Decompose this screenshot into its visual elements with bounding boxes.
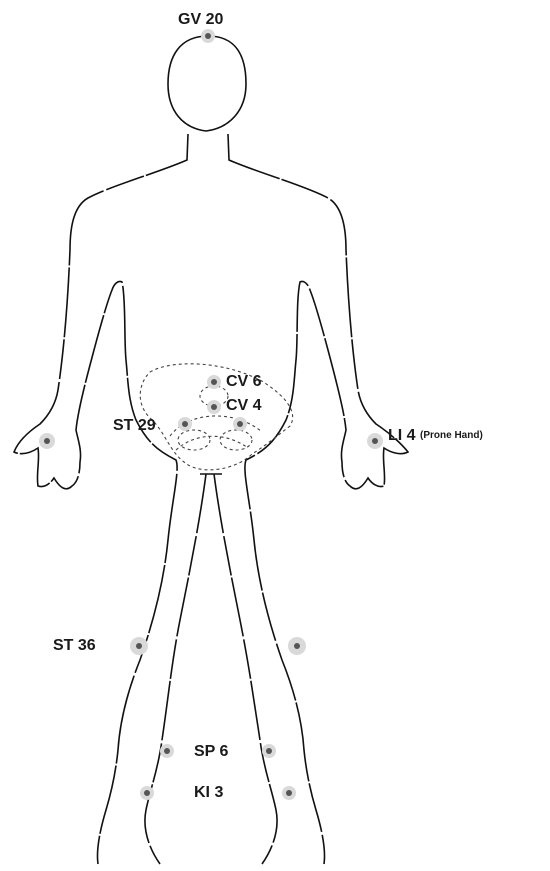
inner-leg-right bbox=[214, 474, 277, 864]
inner-leg-left bbox=[145, 474, 206, 864]
point-gv20-marker bbox=[201, 29, 215, 43]
label-cv4: CV 4 bbox=[226, 398, 262, 414]
point-st29-right-marker bbox=[233, 417, 247, 431]
point-ki3-left-marker bbox=[140, 786, 154, 800]
point-ki3-right-marker bbox=[282, 786, 296, 800]
body-outline-right bbox=[228, 134, 408, 864]
label-st29: ST 29 bbox=[113, 418, 156, 434]
point-st36-right-marker bbox=[288, 637, 306, 655]
label-ki3: KI 3 bbox=[194, 785, 223, 801]
label-gv20: GV 20 bbox=[178, 12, 223, 28]
label-li4: LI 4 bbox=[388, 428, 416, 444]
label-li4-note: (Prone Hand) bbox=[420, 431, 483, 441]
label-st36: ST 36 bbox=[53, 638, 96, 654]
label-sp6: SP 6 bbox=[194, 744, 228, 760]
point-li4-left-marker bbox=[39, 433, 55, 449]
point-st29-left-marker bbox=[178, 417, 192, 431]
pelvis-right-ellipse bbox=[220, 430, 252, 450]
point-cv6-marker bbox=[207, 375, 221, 389]
head-outline bbox=[168, 36, 246, 131]
point-st36-left-marker bbox=[130, 637, 148, 655]
pelvis-left-ellipse bbox=[178, 430, 210, 450]
point-sp6-left-marker bbox=[160, 744, 174, 758]
point-sp6-right-marker bbox=[262, 744, 276, 758]
point-cv4-marker bbox=[207, 400, 221, 414]
label-cv6: CV 6 bbox=[226, 374, 262, 390]
pelvis-inner-arc-1 bbox=[176, 436, 248, 450]
point-li4-right-marker bbox=[367, 433, 383, 449]
